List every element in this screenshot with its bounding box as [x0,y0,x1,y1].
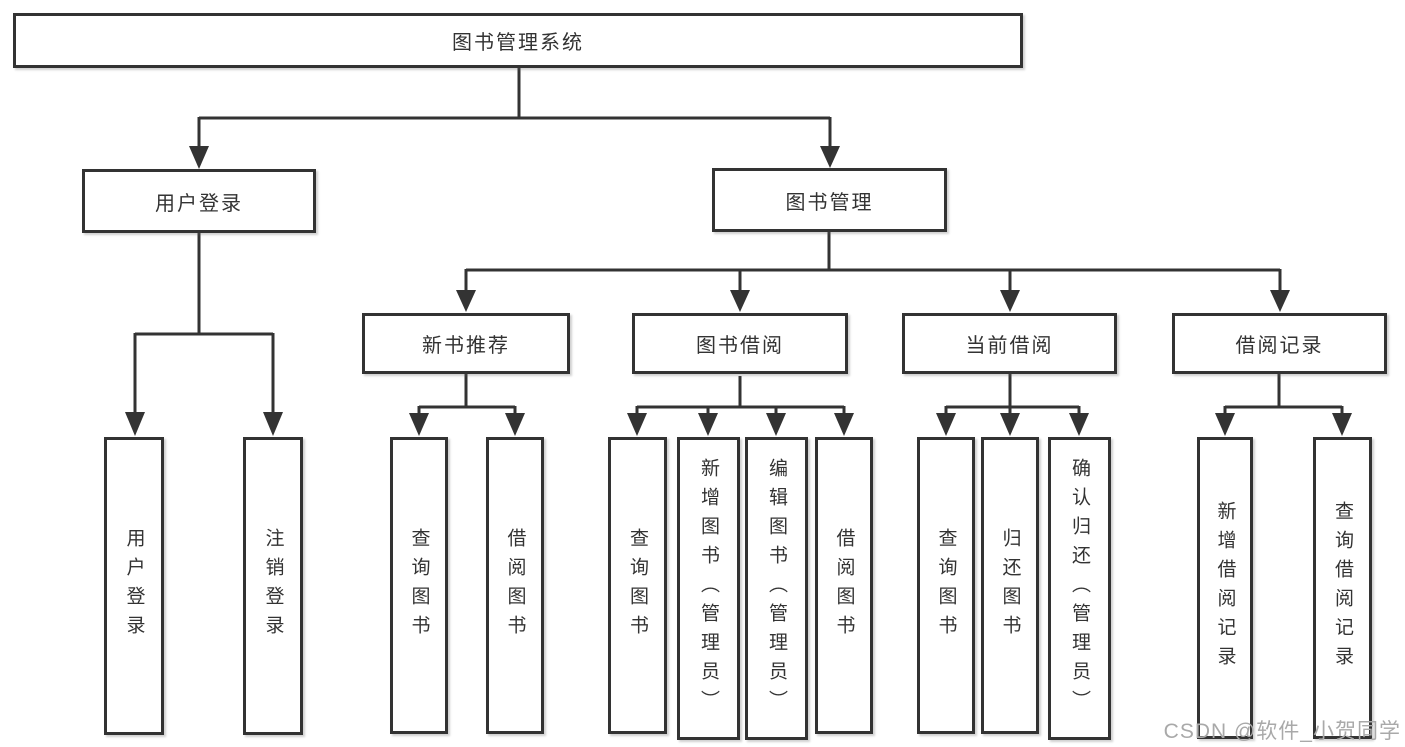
arrow-down-icon [1270,290,1290,312]
node-leaf-br-add-record-label: 新增借阅记录 [1214,501,1236,675]
connector-bookmgmt-to-level3 [456,231,1290,312]
node-user-login-label: 用户登录 [155,192,243,215]
node-leaf-cb-query-book-label: 查询图书 [935,527,957,644]
node-leaf-cb-confirm-return-admin: 确认归还（管理员） [1048,437,1111,740]
node-leaf-br-add-record: 新增借阅记录 [1197,437,1253,739]
arrow-down-icon [456,290,476,312]
arrow-down-icon [820,146,840,168]
node-leaf-cb-query-book: 查询图书 [917,437,975,734]
arrow-down-icon [1215,413,1235,436]
arrow-down-icon [1000,290,1020,312]
arrow-down-icon [1000,413,1020,436]
connector-root-to-level2 [189,68,840,169]
connector-currentborrow-to-leaves [936,374,1089,436]
node-leaf-bb-add-book-admin: 新增图书（管理员） [677,437,740,740]
arrow-down-icon [409,413,429,436]
connector-bookborrow-to-leaves [627,376,854,436]
node-leaf-bb-query-book: 查询图书 [608,437,667,734]
node-leaf-rec-query-book-label: 查询图书 [408,527,430,644]
csdn-watermark: CSDN @软件_小贺同学 [1163,720,1401,743]
arrow-down-icon [1069,413,1089,436]
node-leaf-logout-label: 注销登录 [262,528,284,644]
node-library-system: 图书管理系统 [13,13,1023,68]
arrow-down-icon [834,413,854,436]
node-leaf-bb-borrow-book: 借阅图书 [815,437,873,734]
connector-newbookrec-to-leaves [409,374,525,436]
node-leaf-user-login: 用户登录 [104,437,164,735]
arrow-down-icon [505,413,525,436]
node-book-borrow-label: 图书借阅 [696,335,784,357]
node-leaf-cb-return-book-label: 归还图书 [999,527,1021,644]
node-leaf-user-login-label: 用户登录 [123,528,145,644]
node-leaf-bb-query-book-label: 查询图书 [627,527,648,644]
arrow-down-icon [263,412,283,436]
arrow-down-icon [698,413,718,436]
arrow-down-icon [730,290,750,312]
arrow-down-icon [189,146,209,169]
node-leaf-rec-borrow-book: 借阅图书 [486,437,544,734]
arrow-down-icon [936,413,956,436]
node-leaf-rec-query-book: 查询图书 [390,437,448,734]
connector-borrowrecord-to-leaves [1215,374,1352,436]
node-leaf-cb-return-book: 归还图书 [981,437,1039,734]
node-leaf-bb-edit-book-admin-label: 编辑图书（管理员） [766,458,787,719]
node-user-login: 用户登录 [82,169,316,233]
node-library-system-label: 图书管理系统 [452,32,584,54]
node-leaf-rec-borrow-book-label: 借阅图书 [504,527,526,644]
arrow-down-icon [627,413,647,436]
connector-userlogin-to-leaves [125,232,283,436]
node-new-book-recommend-label: 新书推荐 [422,335,510,357]
node-current-borrow: 当前借阅 [902,313,1117,374]
node-leaf-bb-borrow-book-label: 借阅图书 [833,527,855,644]
node-book-management-label: 图书管理 [785,191,874,214]
node-book-borrow: 图书借阅 [632,313,848,374]
arrow-down-icon [766,413,786,436]
node-current-borrow-label: 当前借阅 [965,335,1054,357]
node-leaf-logout: 注销登录 [243,437,303,735]
arrow-down-icon [125,412,145,436]
node-leaf-cb-confirm-return-admin-label: 确认归还（管理员） [1069,458,1090,719]
node-leaf-br-query-record-label: 查询借阅记录 [1332,501,1353,675]
node-leaf-br-query-record: 查询借阅记录 [1313,437,1372,739]
node-leaf-bb-add-book-admin-label: 新增图书（管理员） [698,458,719,719]
node-book-management: 图书管理 [712,168,947,232]
arrow-down-icon [1332,413,1352,436]
node-borrow-record: 借阅记录 [1172,313,1387,374]
node-borrow-record-label: 借阅记录 [1235,335,1324,357]
node-leaf-bb-edit-book-admin: 编辑图书（管理员） [745,437,808,740]
node-new-book-recommend: 新书推荐 [362,313,570,374]
